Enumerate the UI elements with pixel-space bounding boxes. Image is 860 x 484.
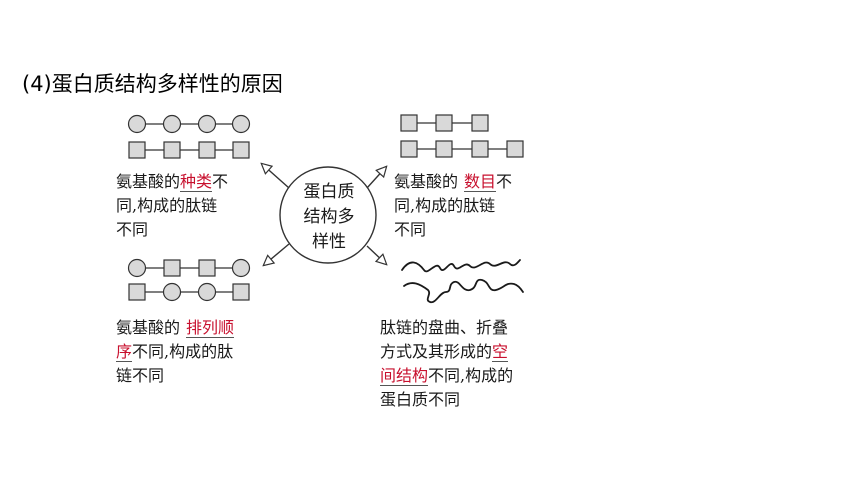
highlight-order-1: 排列顺 bbox=[186, 318, 235, 338]
center-line-3: 样性 bbox=[312, 232, 346, 252]
chain-kind-squares bbox=[128, 141, 250, 159]
highlight-kind: 种类 bbox=[180, 172, 213, 192]
arrow-to-number bbox=[366, 167, 386, 189]
panel-order-text: 氨基酸的排列顺 序不同,构成的肽 链不同 bbox=[116, 318, 235, 385]
highlight-number: 数目 bbox=[464, 172, 497, 192]
center-circle bbox=[279, 166, 377, 264]
section-heading: (4)蛋白质结构多样性的原因 bbox=[22, 72, 283, 96]
panel-spatial-text: 肽链的盘曲、折叠 方式及其形成的空 间结构不同,构成的 蛋白质不同 bbox=[380, 318, 514, 409]
arrow-to-kind bbox=[262, 164, 290, 189]
folded-chains bbox=[401, 259, 524, 304]
chain-kind-circles bbox=[127, 114, 251, 134]
center-line-2: 结构多 bbox=[303, 207, 355, 227]
panel-kind-text: 氨基酸的种类不 同,构成的肽链 不同 bbox=[116, 172, 229, 239]
chain-order-1 bbox=[127, 258, 251, 278]
highlight-spatial-2: 间结构 bbox=[380, 366, 429, 386]
chain-number-three bbox=[400, 114, 489, 132]
arrow-to-order bbox=[264, 243, 290, 265]
arrow-to-spatial bbox=[366, 245, 386, 264]
coil-upper bbox=[401, 259, 521, 273]
chain-number-four bbox=[400, 140, 524, 158]
highlight-order-2: 序 bbox=[116, 342, 133, 362]
panel-number-text: 氨基酸的数目不 同,构成的肽链 不同 bbox=[394, 172, 513, 239]
coil-lower bbox=[403, 278, 524, 304]
center-line-1: 蛋白质 bbox=[303, 182, 355, 202]
chain-order-2 bbox=[128, 282, 250, 302]
highlight-spatial-1: 空 bbox=[492, 342, 509, 362]
center-label: 蛋白质 结构多 样性 bbox=[289, 180, 369, 255]
arrows bbox=[262, 164, 386, 265]
